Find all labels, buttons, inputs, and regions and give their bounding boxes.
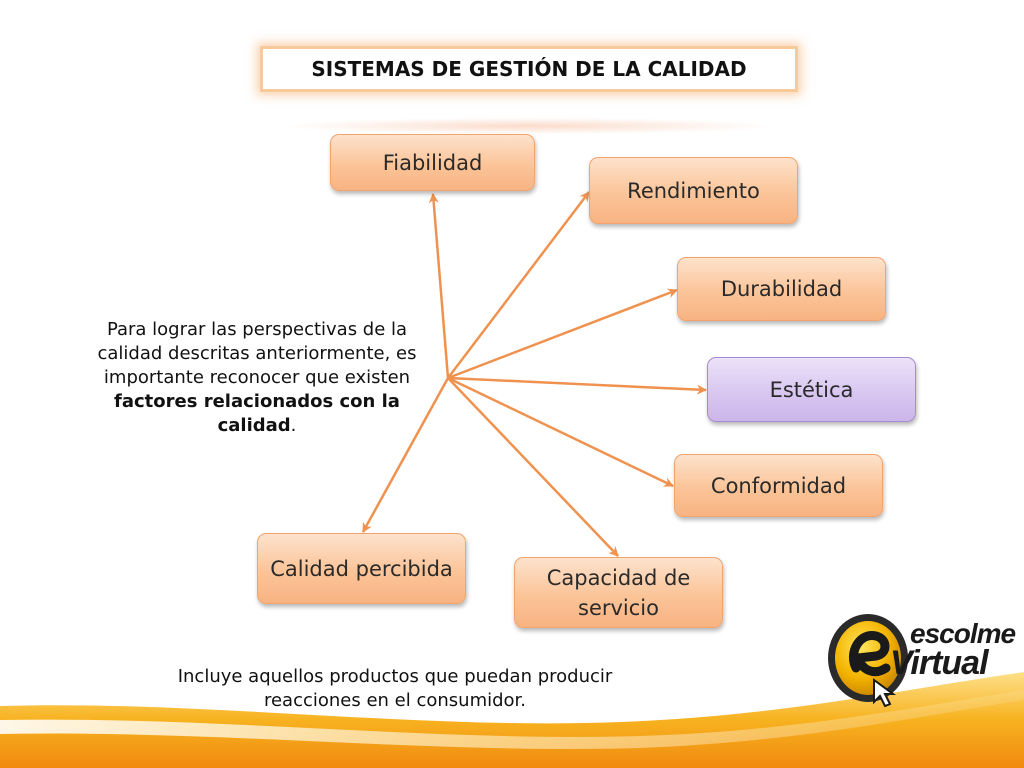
footer-note: Incluye aquellos productos que puedan pr…: [177, 666, 613, 711]
arrow-to-durabilidad: [447, 288, 678, 380]
title-shadow-decoration: [286, 118, 770, 134]
node-calidad-percibida: Calidad percibida: [257, 533, 466, 604]
arrow-to-fiabilidad: [428, 193, 450, 379]
central-description: Para lograr las perspectivas de la calid…: [72, 318, 442, 438]
arrow-to-capacidad-servicio: [447, 377, 619, 557]
node-rendimiento: Rendimiento: [589, 157, 798, 224]
central-description-bold: factores relacionados con la calidad: [114, 391, 400, 436]
node-durabilidad: Durabilidad: [677, 257, 886, 321]
arrow-to-estetica: [447, 376, 707, 395]
central-description-end: .: [290, 415, 297, 436]
arrow-to-rendimiento: [447, 191, 590, 379]
arrow-to-calidad-percibida: [361, 377, 450, 533]
node-capacidad-servicio: Capacidad de servicio: [514, 557, 723, 628]
node-conformidad: Conformidad: [674, 454, 883, 517]
logo-text-line1: escolme: [910, 618, 1016, 649]
logo-text-line2: Virtual: [890, 644, 989, 682]
slide-title: SISTEMAS DE GESTIÓN DE LA CALIDAD: [260, 46, 798, 92]
escolme-virtual-logo: [828, 614, 908, 708]
node-estetica: Estética: [707, 357, 916, 422]
arrow-to-conformidad: [447, 376, 674, 488]
node-fiabilidad: Fiabilidad: [330, 134, 535, 191]
central-description-text: Para lograr las perspectivas de la calid…: [97, 319, 417, 388]
